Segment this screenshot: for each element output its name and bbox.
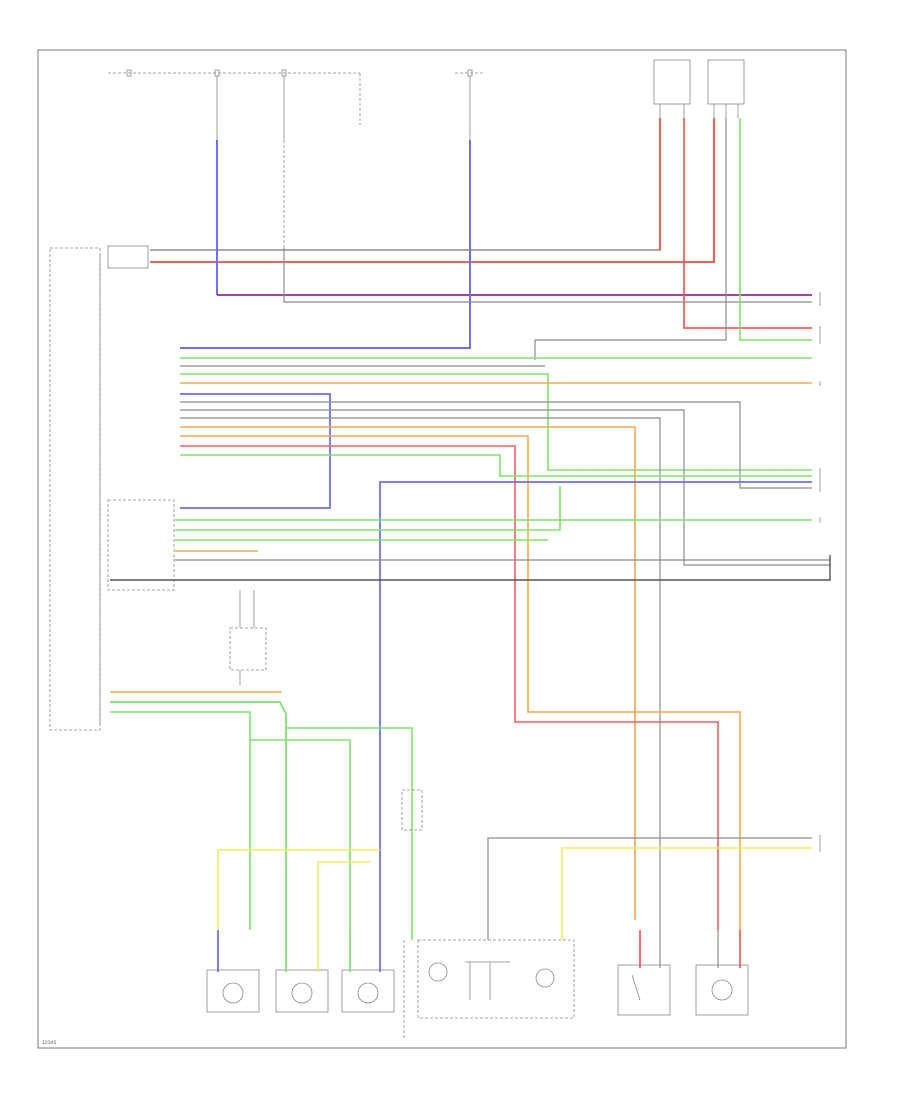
wire-green-h — [110, 711, 251, 930]
wire-green-g — [110, 701, 287, 930]
wire-gray-b — [180, 401, 812, 489]
wire-green-i — [250, 739, 351, 930]
left-control-module — [49, 245, 175, 731]
wire-green-e — [175, 486, 561, 531]
diagram-frame — [37, 49, 847, 1049]
wire-orange-b — [180, 426, 636, 920]
lamp-right-rear — [695, 964, 749, 1016]
wire-blue-b — [180, 393, 331, 509]
wire-green-j — [286, 727, 413, 930]
wire-gray-c — [180, 409, 830, 566]
wire-gray-2 — [283, 248, 812, 303]
wire-blue-fuse-2 — [180, 140, 471, 349]
top-fuse-area — [108, 69, 485, 248]
connector-switch — [229, 590, 267, 686]
wire-red-c — [180, 445, 719, 930]
top-right-relays — [653, 59, 745, 118]
wire-gray-f — [110, 555, 831, 581]
wire-green-b — [180, 373, 812, 471]
wire-gray-d — [180, 417, 661, 930]
lamp-left-front — [206, 969, 260, 1013]
wire-blue-vertical — [379, 481, 812, 930]
wire-yellow-c — [561, 847, 812, 940]
wire-orange-c — [180, 435, 741, 930]
wire-yellow-a — [217, 849, 380, 930]
lamp-center — [341, 969, 395, 1013]
lamp-switch-assembly — [417, 939, 575, 1019]
wire-gray-g — [487, 837, 812, 940]
wire-yellow-b — [317, 861, 370, 930]
footer-code: 12345 — [42, 1040, 56, 1046]
wire-red-relay — [683, 118, 812, 329]
lamp-left-rear — [617, 964, 671, 1016]
wire-green-relay — [739, 118, 812, 341]
wire-gray-top — [150, 118, 661, 251]
wire-green-c — [180, 454, 812, 477]
wire-red-top — [150, 118, 715, 263]
lamp-right-front — [275, 969, 329, 1013]
lamp-relay-box — [401, 789, 423, 831]
wire-gray-relay — [534, 118, 727, 360]
